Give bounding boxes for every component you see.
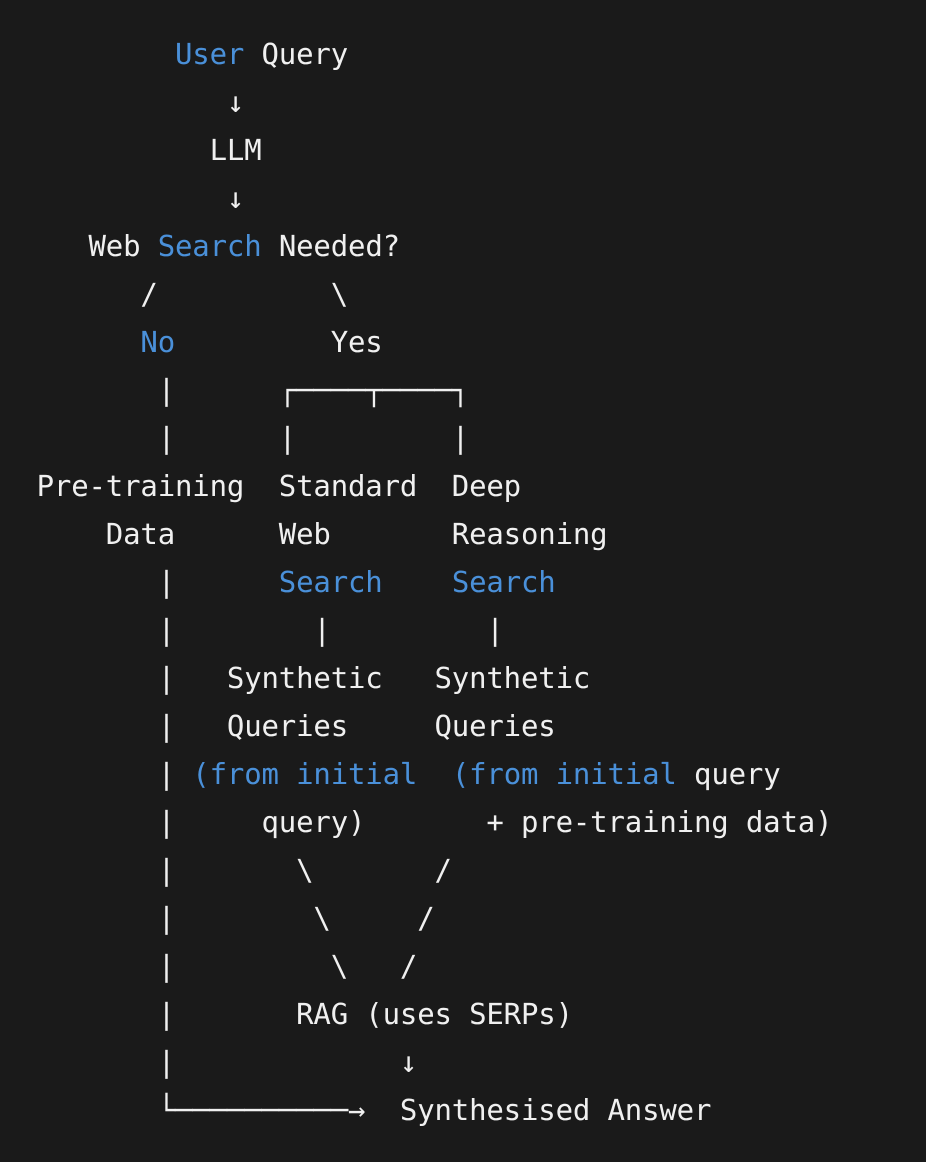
- ascii-text: ↓: [2, 181, 245, 215]
- ascii-line: LLM: [2, 126, 832, 174]
- ascii-line: | \ /: [2, 942, 832, 990]
- ascii-line: | | |: [2, 414, 832, 462]
- ascii-text: Pre-training Standard Deep: [2, 469, 522, 503]
- ascii-line: | Queries Queries: [2, 702, 832, 750]
- ascii-line: / \: [2, 270, 832, 318]
- ascii-line: | RAG (uses SERPs): [2, 990, 832, 1038]
- ascii-text: Query: [244, 37, 349, 71]
- ascii-line: ↓: [2, 174, 832, 222]
- ascii-text: | \ /: [2, 949, 418, 983]
- ascii-text: / \: [2, 277, 348, 311]
- ascii-text: | Synthetic Synthetic: [2, 661, 591, 695]
- ascii-text: ↓: [2, 85, 245, 119]
- ascii-text: [417, 757, 452, 791]
- ascii-text: Web: [2, 229, 158, 263]
- ascii-text: | ┌────┬────┐: [2, 373, 470, 407]
- ascii-text: | \ /: [2, 901, 435, 935]
- ascii-text: Needed?: [261, 229, 400, 263]
- ascii-line: | ┌────┬────┐: [2, 366, 832, 414]
- ascii-keyword: No: [140, 325, 176, 359]
- ascii-text: | | |: [2, 421, 470, 455]
- ascii-text: Data Web Reasoning: [2, 517, 608, 551]
- ascii-line: └──────────→ Synthesised Answer: [2, 1086, 832, 1134]
- ascii-text: | Queries Queries: [2, 709, 556, 743]
- ascii-keyword: (from initial: [192, 757, 418, 791]
- ascii-text: | query) + pre-training data): [2, 805, 833, 839]
- ascii-text: └──────────→ Synthesised Answer: [2, 1093, 712, 1127]
- ascii-text: | ↓: [2, 1045, 418, 1079]
- ascii-text: LLM: [2, 133, 262, 167]
- ascii-line: | ↓: [2, 1038, 832, 1086]
- ascii-line: Data Web Reasoning: [2, 510, 832, 558]
- ascii-keyword: User: [175, 37, 245, 71]
- ascii-line: | Synthetic Synthetic: [2, 654, 832, 702]
- ascii-text: | RAG (uses SERPs): [2, 997, 573, 1031]
- ascii-line: No Yes: [2, 318, 832, 366]
- ascii-text: [2, 37, 175, 71]
- ascii-line: Pre-training Standard Deep: [2, 462, 832, 510]
- ascii-text: |: [2, 565, 279, 599]
- ascii-text: | \ /: [2, 853, 452, 887]
- ascii-text: [383, 565, 452, 599]
- ascii-keyword: Search: [451, 565, 556, 599]
- ascii-text: [2, 325, 140, 359]
- ascii-line: | \ /: [2, 846, 832, 894]
- ascii-line: | (from initial (from initial query: [2, 750, 832, 798]
- ascii-line: | \ /: [2, 894, 832, 942]
- ascii-text: Yes: [175, 325, 383, 359]
- ascii-text: query: [676, 757, 781, 791]
- ascii-keyword: Search: [157, 229, 262, 263]
- ascii-text: |: [2, 757, 193, 791]
- ascii-keyword: (from initial: [451, 757, 677, 791]
- ascii-line: | Search Search: [2, 558, 832, 606]
- ascii-line: | query) + pre-training data): [2, 798, 833, 846]
- ascii-line: User Query: [2, 30, 832, 78]
- ascii-line: ↓: [2, 78, 832, 126]
- ascii-keyword: Search: [278, 565, 383, 599]
- ascii-text: | | |: [2, 613, 504, 647]
- ascii-line: Web Search Needed?: [2, 222, 832, 270]
- ascii-line: | | |: [2, 606, 832, 654]
- ascii-art-block: User Query ↓ LLM ↓ Web Search Needed? / …: [2, 30, 833, 1134]
